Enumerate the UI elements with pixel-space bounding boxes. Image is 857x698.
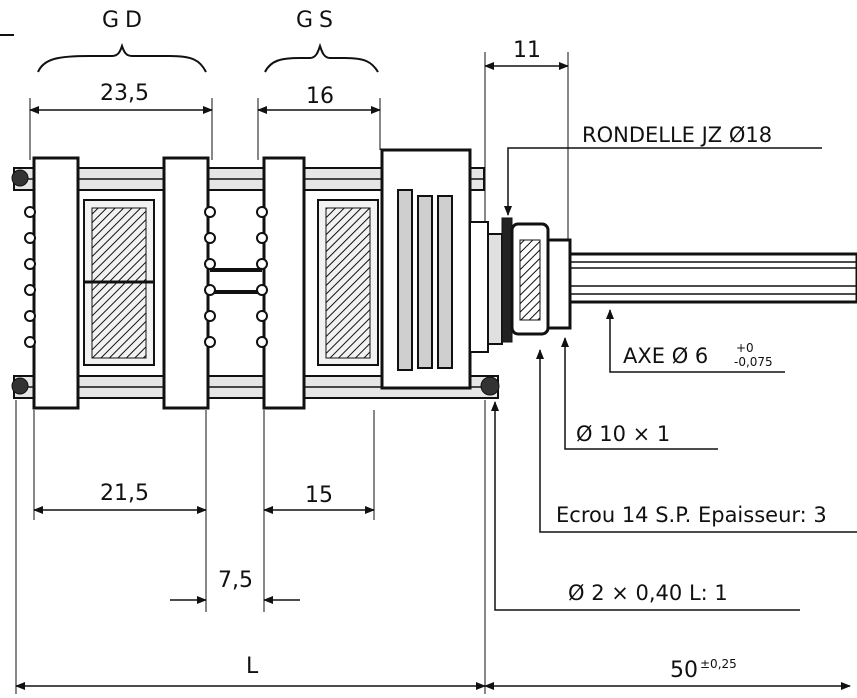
axe-tol-upper: +0 [736,341,754,355]
shaft [568,252,857,304]
rondelle-leader [504,147,822,216]
dim-21-5-label: 21,5 [100,481,149,506]
dim-15-label: 15 [305,483,333,508]
gs-brace [264,42,379,73]
dim-7-5-label: 7,5 [218,568,253,593]
pin-leader [491,401,800,611]
dim-L-label: L [246,654,259,679]
dim-16-label: 16 [306,84,334,109]
dim-23-5-label: 23,5 [100,81,149,106]
rondelle-label: RONDELLE JZ Ø18 [582,123,773,147]
ecrou-label: Ecrou 14 S.P. Epaisseur: 3 [556,503,827,527]
dim-50-label: 50 [670,658,698,683]
switch-body [11,148,857,410]
washer-leader [561,337,718,450]
washer-label: Ø 10 × 1 [576,422,671,446]
gd-label: GD [102,8,148,33]
axe-tol-lower: -0,075 [734,355,773,369]
gd-brace [37,42,207,73]
axe-leader [606,309,785,373]
pin-label: Ø 2 × 0,40 L: 1 [568,581,728,605]
gs-label: GS [296,8,340,33]
dim-50-tol: ±0,25 [700,657,737,671]
dim-11-label: 11 [513,38,541,63]
ecrou-leader [536,349,857,533]
axe-label: AXE Ø 6 [623,344,709,368]
